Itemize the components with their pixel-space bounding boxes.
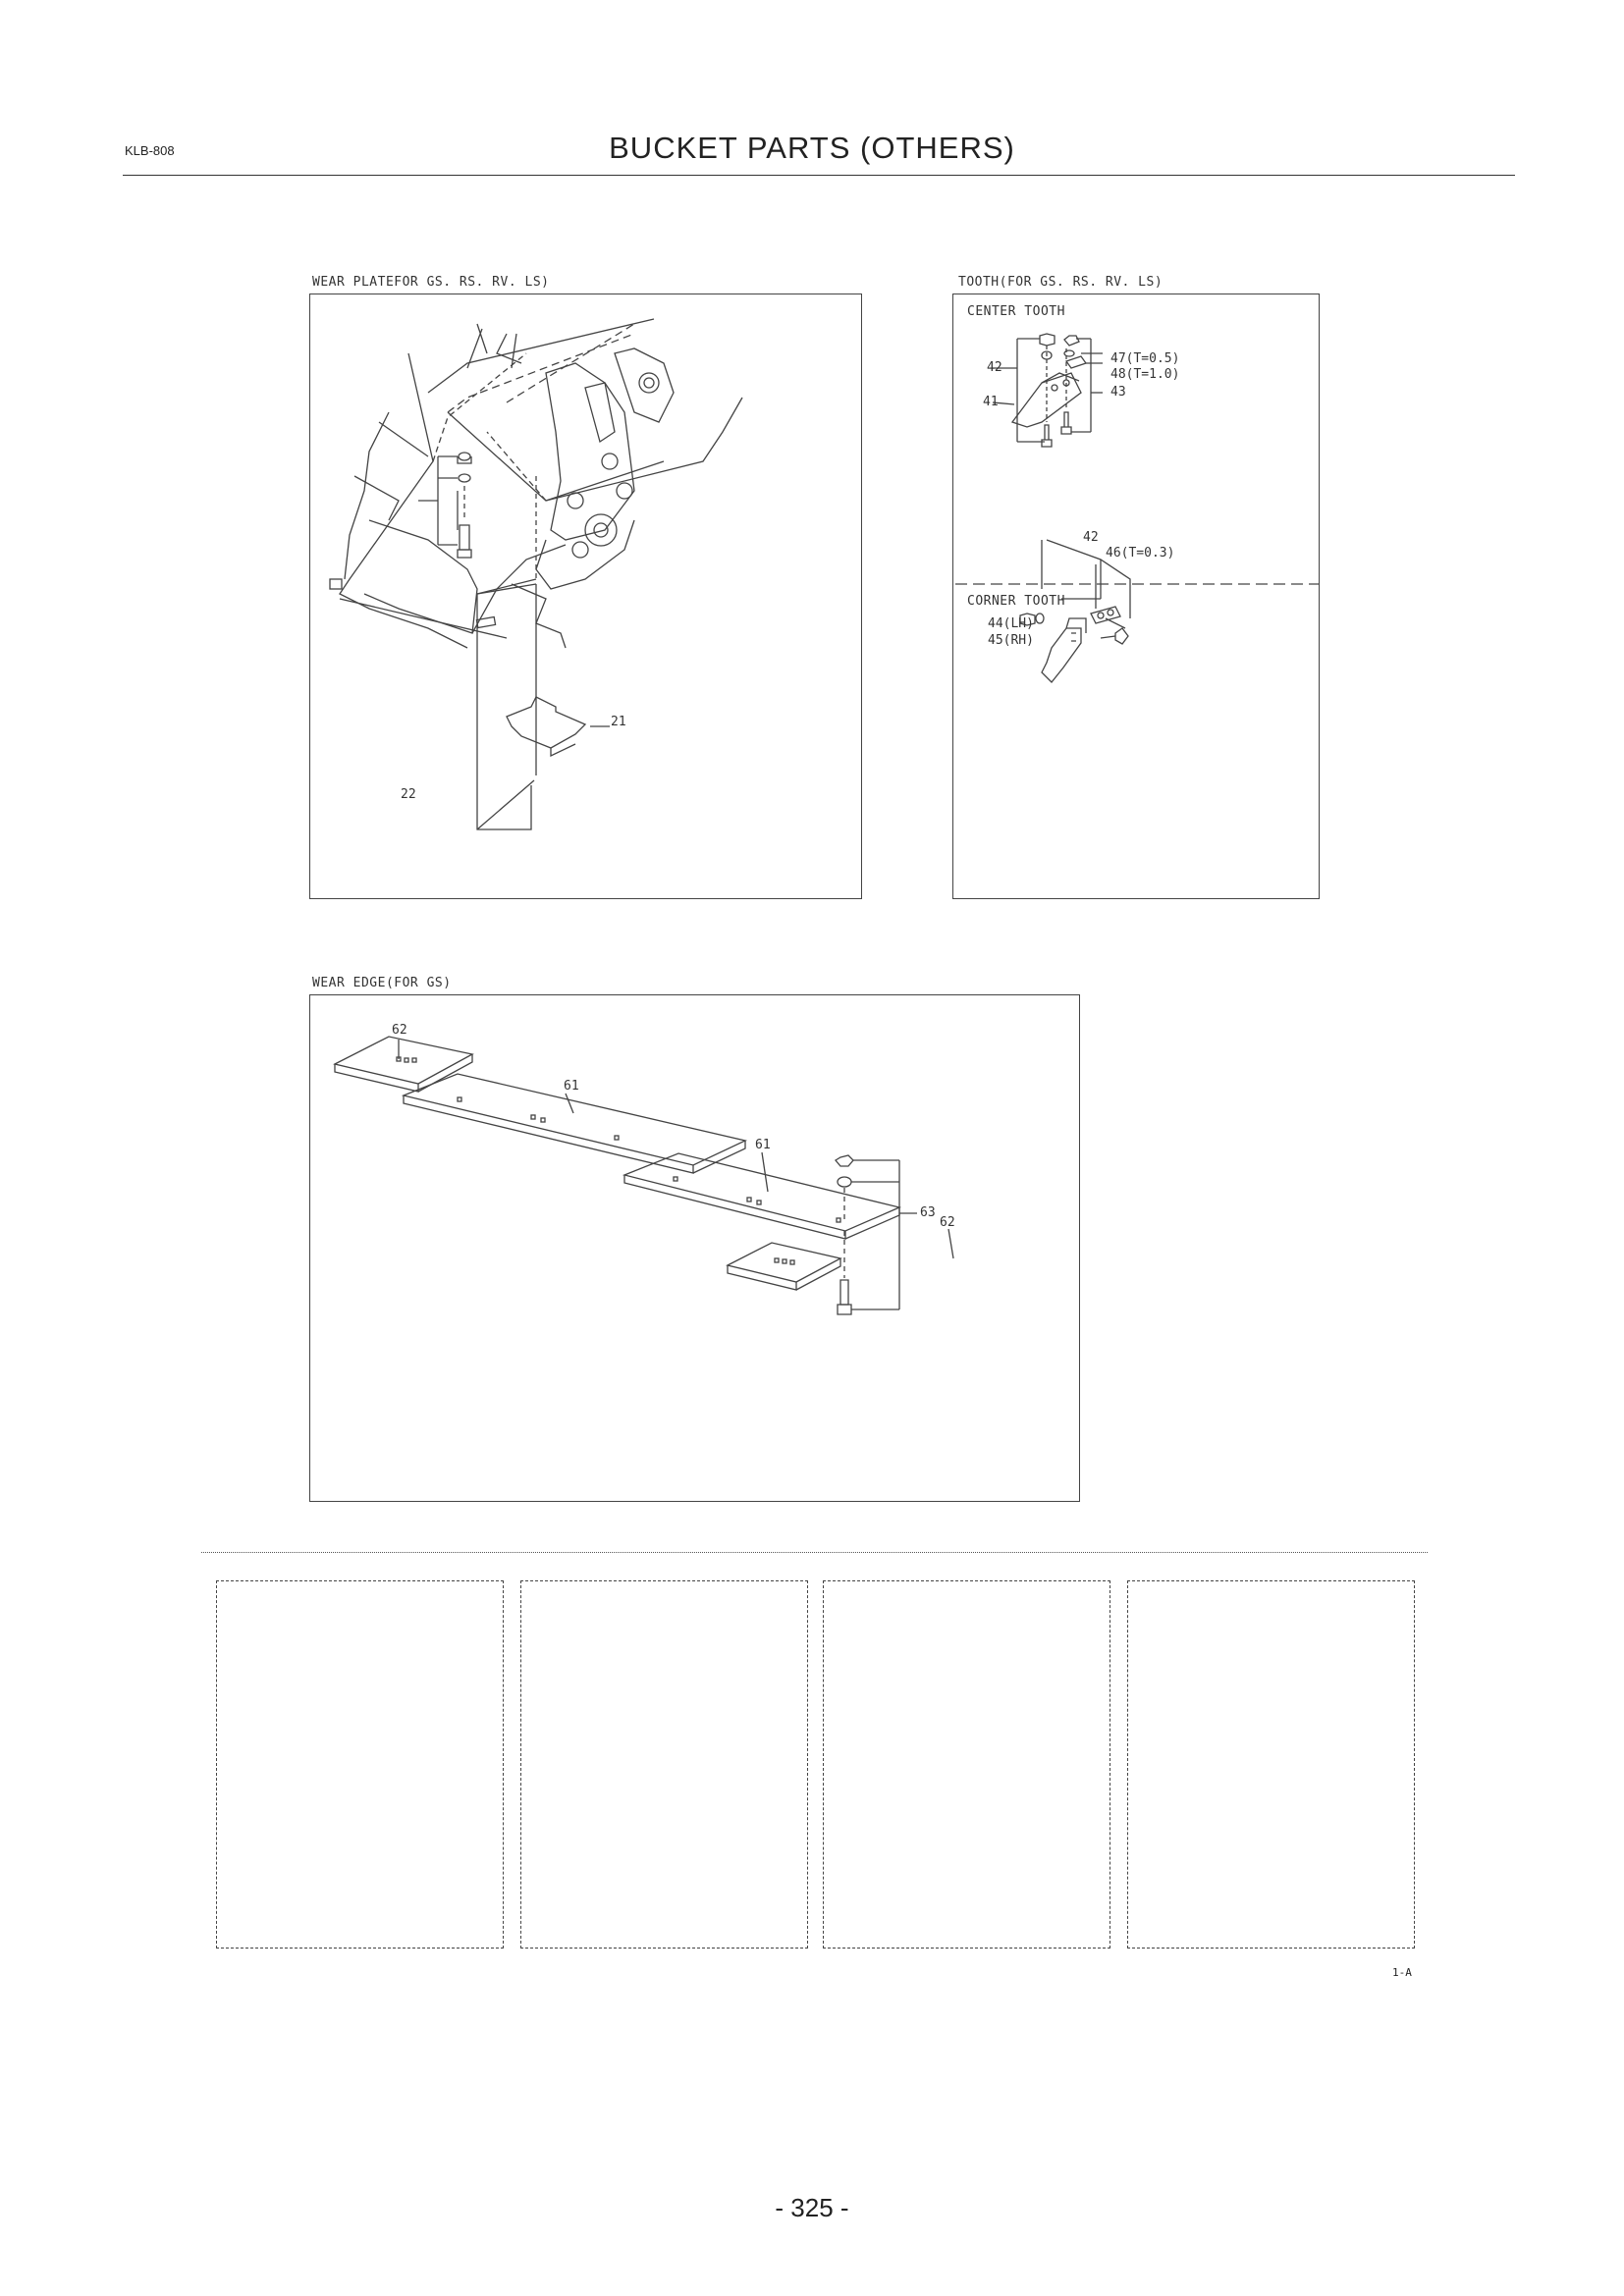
label-part-46: 46(T=0.3): [1106, 546, 1175, 561]
empty-frame-4: [1127, 1580, 1415, 1949]
wear-plate-panel: 21 22: [309, 294, 862, 899]
wear-plate-caption: WEAR PLATEFOR GS. RS. RV. LS): [312, 275, 550, 290]
empty-frame-2: [520, 1580, 808, 1949]
label-part-63: 63: [920, 1205, 936, 1220]
label-part-61-upper: 61: [564, 1079, 579, 1094]
label-part-43: 43: [1110, 385, 1126, 400]
section-separator: [201, 1552, 1428, 1553]
tooth-diagram: [955, 333, 1319, 683]
document-code: KLB-808: [125, 143, 175, 158]
page-title: BUCKET PARTS (OTHERS): [609, 131, 1015, 165]
wear-plate-diagram: [329, 318, 743, 830]
label-part-42-center: 42: [987, 360, 1002, 375]
label-part-47: 47(T=0.5): [1110, 351, 1180, 366]
frames-code: 1-A: [1392, 1966, 1412, 1979]
corner-tooth-title: CORNER TOOTH: [967, 594, 1065, 609]
label-part-44: 44(LH): [988, 616, 1034, 631]
label-part-21: 21: [611, 715, 626, 729]
tooth-caption: TOOTH(FOR GS. RS. RV. LS): [958, 275, 1164, 290]
label-part-62-bottom: 62: [940, 1215, 955, 1230]
label-part-61-lower: 61: [755, 1138, 771, 1152]
wear-edge-caption: WEAR EDGE(FOR GS): [312, 976, 452, 990]
label-part-42-corner: 42: [1083, 530, 1099, 545]
header-rule: [123, 175, 1515, 176]
page-number: - 325 -: [775, 2193, 849, 2222]
empty-frame-3: [823, 1580, 1110, 1949]
wear-edge-panel: 62 61 61 63 62: [309, 994, 1080, 1502]
empty-frame-1: [216, 1580, 504, 1949]
label-part-45: 45(RH): [988, 633, 1034, 648]
center-tooth-title: CENTER TOOTH: [967, 304, 1065, 319]
tooth-panel: CENTER TOOTH CORNER TOOTH: [952, 294, 1320, 899]
label-part-48: 48(T=1.0): [1110, 367, 1180, 382]
label-part-41: 41: [983, 395, 999, 409]
label-part-22: 22: [401, 787, 416, 802]
label-part-62-top: 62: [392, 1023, 407, 1038]
wear-edge-diagram: [333, 1036, 954, 1315]
